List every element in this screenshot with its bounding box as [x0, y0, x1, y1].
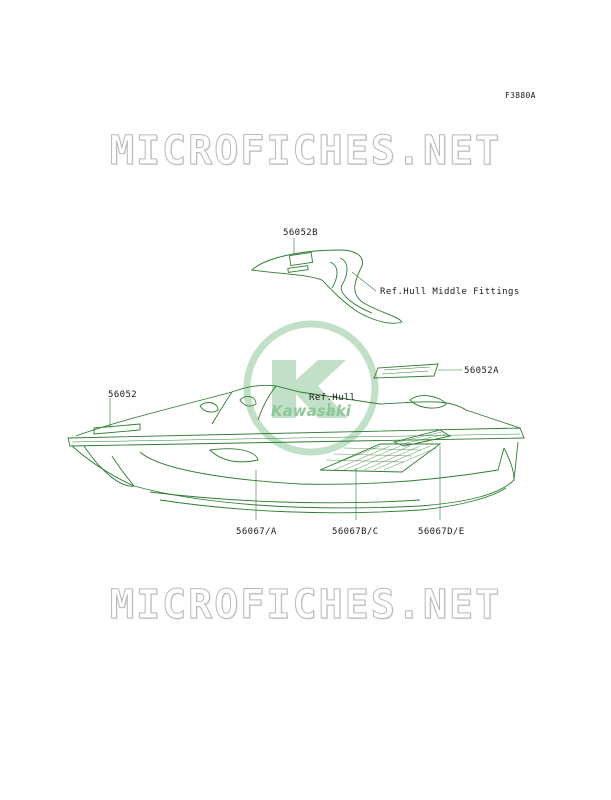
leader-lines	[109, 238, 462, 520]
callout-56067-a: 56067/A	[236, 527, 277, 537]
callout-56067b-c: 56067B/C	[332, 527, 379, 537]
decal-56052a-part	[373, 363, 439, 379]
callout-ref-hull: Ref.Hull	[309, 393, 356, 403]
figure-code: F3880A	[505, 91, 536, 100]
watermark-bottom: MICROFICHES.NET	[109, 582, 502, 629]
callout-56052a: 56052A	[464, 366, 499, 376]
decal-56052b-part	[250, 249, 403, 324]
callout-56067d-e: 56067D/E	[418, 527, 465, 537]
hull-body	[67, 384, 525, 514]
callout-56052: 56052	[108, 390, 138, 400]
kawasaki-logo-text: Kawasaki	[271, 402, 351, 420]
callout-ref-hull-middle-fittings: Ref.Hull Middle Fittings	[380, 287, 520, 297]
watermark-top: MICROFICHES.NET	[109, 128, 502, 175]
callout-56052b: 56052B	[283, 228, 318, 238]
